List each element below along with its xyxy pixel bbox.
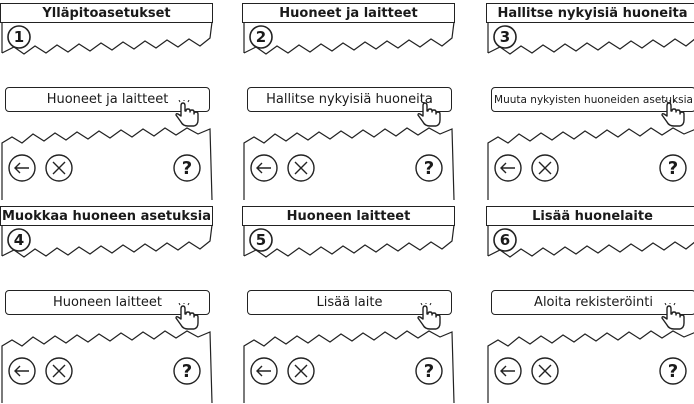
- help-button[interactable]: ?: [658, 153, 688, 183]
- step-panel: Muokkaa huoneen asetuksia 4 Huoneen lait…: [0, 206, 217, 404]
- torn-edge-top: [243, 224, 455, 258]
- step-circle: [7, 25, 31, 49]
- help-icon: [415, 357, 443, 385]
- step-panel: Ylläpitoasetukset 1 Huoneet ja laitteet: [0, 3, 217, 201]
- cancel-button[interactable]: [286, 153, 316, 183]
- help-button[interactable]: ?: [414, 153, 444, 183]
- step-number: 3: [499, 28, 511, 46]
- torn-edge-top: [487, 225, 694, 258]
- help-label: ?: [667, 157, 679, 179]
- torn-edge-bottom: [243, 330, 455, 404]
- step-panel: Huoneet ja laitteet 2 Hallitse nykyisiä …: [242, 3, 459, 201]
- step-panel: Hallitse nykyisiä huoneita 3 Muuta nykyi…: [486, 3, 694, 201]
- cancel-icon: [45, 357, 73, 385]
- torn-edge-top: [243, 21, 455, 55]
- menu-option-button[interactable]: Aloita rekisteröinti: [491, 290, 694, 315]
- cancel-icon: [531, 154, 559, 182]
- help-icon: [415, 154, 443, 182]
- step-circle: [493, 25, 517, 49]
- back-arrow-icon: [250, 154, 278, 182]
- screen-title: Muokkaa huoneen asetuksia: [0, 206, 213, 226]
- back-button[interactable]: [249, 356, 279, 386]
- back-arrow-icon: [494, 154, 522, 182]
- cancel-icon: [45, 154, 73, 182]
- back-button[interactable]: [493, 356, 523, 386]
- help-icon: [173, 154, 201, 182]
- step-number: 5: [255, 231, 267, 249]
- step-panel: Lisää huonelaite 6 Aloita rekisteröinti: [486, 206, 694, 404]
- cancel-icon: [531, 357, 559, 385]
- menu-option-button[interactable]: Huoneen laitteet: [5, 290, 210, 315]
- screen-title: Lisää huonelaite: [486, 206, 694, 226]
- cancel-button[interactable]: [44, 153, 74, 183]
- torn-edge-bottom: [1, 127, 213, 201]
- help-button[interactable]: ?: [172, 356, 202, 386]
- pointing-hand-icon: [661, 303, 685, 330]
- back-button[interactable]: [7, 153, 37, 183]
- torn-edge-bottom: [243, 127, 455, 201]
- step-number: 6: [499, 231, 511, 249]
- help-icon: [659, 357, 687, 385]
- step-number: 4: [13, 231, 25, 249]
- help-icon: [173, 357, 201, 385]
- torn-edge-bottom: [487, 127, 694, 200]
- torn-edge-bottom: [487, 330, 694, 403]
- back-button[interactable]: [493, 153, 523, 183]
- help-button[interactable]: ?: [414, 356, 444, 386]
- screen-title: Huoneen laitteet: [242, 206, 455, 226]
- pointing-hand-icon: [417, 303, 441, 330]
- torn-edge-top: [487, 22, 694, 55]
- help-icon: [659, 154, 687, 182]
- cancel-button[interactable]: [530, 356, 560, 386]
- cancel-button[interactable]: [44, 356, 74, 386]
- menu-option-button[interactable]: Hallitse nykyisiä huoneita: [247, 87, 452, 112]
- step-number: 2: [255, 28, 267, 46]
- back-arrow-icon: [8, 357, 36, 385]
- back-button[interactable]: [249, 153, 279, 183]
- back-arrow-icon: [494, 357, 522, 385]
- step-circle: [493, 228, 517, 252]
- back-arrow-icon: [8, 154, 36, 182]
- help-button[interactable]: ?: [172, 153, 202, 183]
- menu-option-button[interactable]: Lisää laite: [247, 290, 452, 315]
- menu-option-button[interactable]: Huoneet ja laitteet: [5, 87, 210, 112]
- pointing-hand-icon: [175, 100, 199, 127]
- screen-title: Ylläpitoasetukset: [0, 3, 213, 23]
- step-circle: [7, 228, 31, 252]
- back-arrow-icon: [250, 357, 278, 385]
- cancel-icon: [287, 154, 315, 182]
- pointing-hand-icon: [661, 100, 685, 127]
- step-circle: [249, 228, 273, 252]
- step-number: 1: [13, 28, 25, 46]
- help-label: ?: [423, 360, 435, 382]
- help-label: ?: [667, 360, 679, 382]
- menu-option-button[interactable]: Muuta nykyisten huoneiden asetuksia: [491, 87, 694, 112]
- help-label: ?: [423, 157, 435, 179]
- cancel-icon: [287, 357, 315, 385]
- help-button[interactable]: ?: [658, 356, 688, 386]
- help-label: ?: [181, 360, 193, 382]
- torn-edge-top: [1, 21, 213, 55]
- back-button[interactable]: [7, 356, 37, 386]
- step-circle: [249, 25, 273, 49]
- torn-edge-bottom: [1, 330, 213, 404]
- pointing-hand-icon: [417, 100, 441, 127]
- screen-title: Huoneet ja laitteet: [242, 3, 455, 23]
- cancel-button[interactable]: [530, 153, 560, 183]
- screen-title: Hallitse nykyisiä huoneita: [486, 3, 694, 23]
- step-panel: Huoneen laitteet 5 Lisää laite: [242, 206, 459, 404]
- help-label: ?: [181, 157, 193, 179]
- pointing-hand-icon: [175, 303, 199, 330]
- torn-edge-top: [1, 224, 213, 258]
- cancel-button[interactable]: [286, 356, 316, 386]
